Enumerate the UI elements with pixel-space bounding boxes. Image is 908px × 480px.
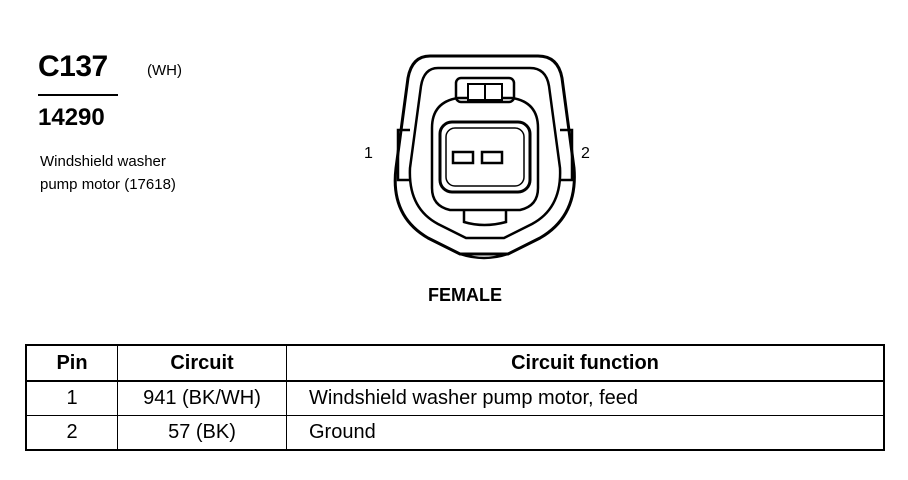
housing-outline xyxy=(393,54,576,256)
pin-slot-1 xyxy=(451,150,475,165)
connector-face-drawing xyxy=(393,54,576,260)
table-row: 2 57 (BK) Ground xyxy=(25,415,885,451)
header-pin: Pin xyxy=(25,344,118,382)
function-cell: Ground xyxy=(286,415,885,451)
left-shoulder xyxy=(396,128,410,182)
pin-cell: 1 xyxy=(25,380,118,416)
locking-latch xyxy=(454,76,516,104)
function-cell: Windshield washer pump motor, feed xyxy=(286,380,885,416)
pin-label-2: 2 xyxy=(581,145,590,162)
pin-circuit-table: Pin Circuit Circuit function 1 941 (BK/W… xyxy=(25,344,885,451)
pin-slot-2 xyxy=(480,150,504,165)
description-line-2: pump motor (17618) xyxy=(40,176,176,193)
housing-inner-contour xyxy=(408,66,562,240)
cavity-outline xyxy=(430,96,540,212)
pin-label-1: 1 xyxy=(364,145,373,162)
table-row: 1 941 (BK/WH) Windshield washer pump mot… xyxy=(25,380,885,416)
circuit-cell: 57 (BK) xyxy=(117,415,287,451)
key-notch xyxy=(462,210,508,227)
terminal-block xyxy=(438,120,532,194)
pin-cell: 2 xyxy=(25,415,118,451)
housing-base xyxy=(459,252,509,260)
header-circuit: Circuit xyxy=(117,344,287,382)
connector-gender: FEMALE xyxy=(428,285,502,305)
part-number: 14290 xyxy=(38,104,105,131)
connector-id: C137 xyxy=(38,50,108,83)
description-line-1: Windshield washer xyxy=(40,153,166,170)
circuit-cell: 941 (BK/WH) xyxy=(117,380,287,416)
connector-color-code: (WH) xyxy=(147,62,182,79)
table-header-row: Pin Circuit Circuit function xyxy=(25,344,885,382)
right-shoulder xyxy=(560,128,574,182)
title-divider xyxy=(38,94,118,96)
header-circuit-function: Circuit function xyxy=(286,344,885,382)
